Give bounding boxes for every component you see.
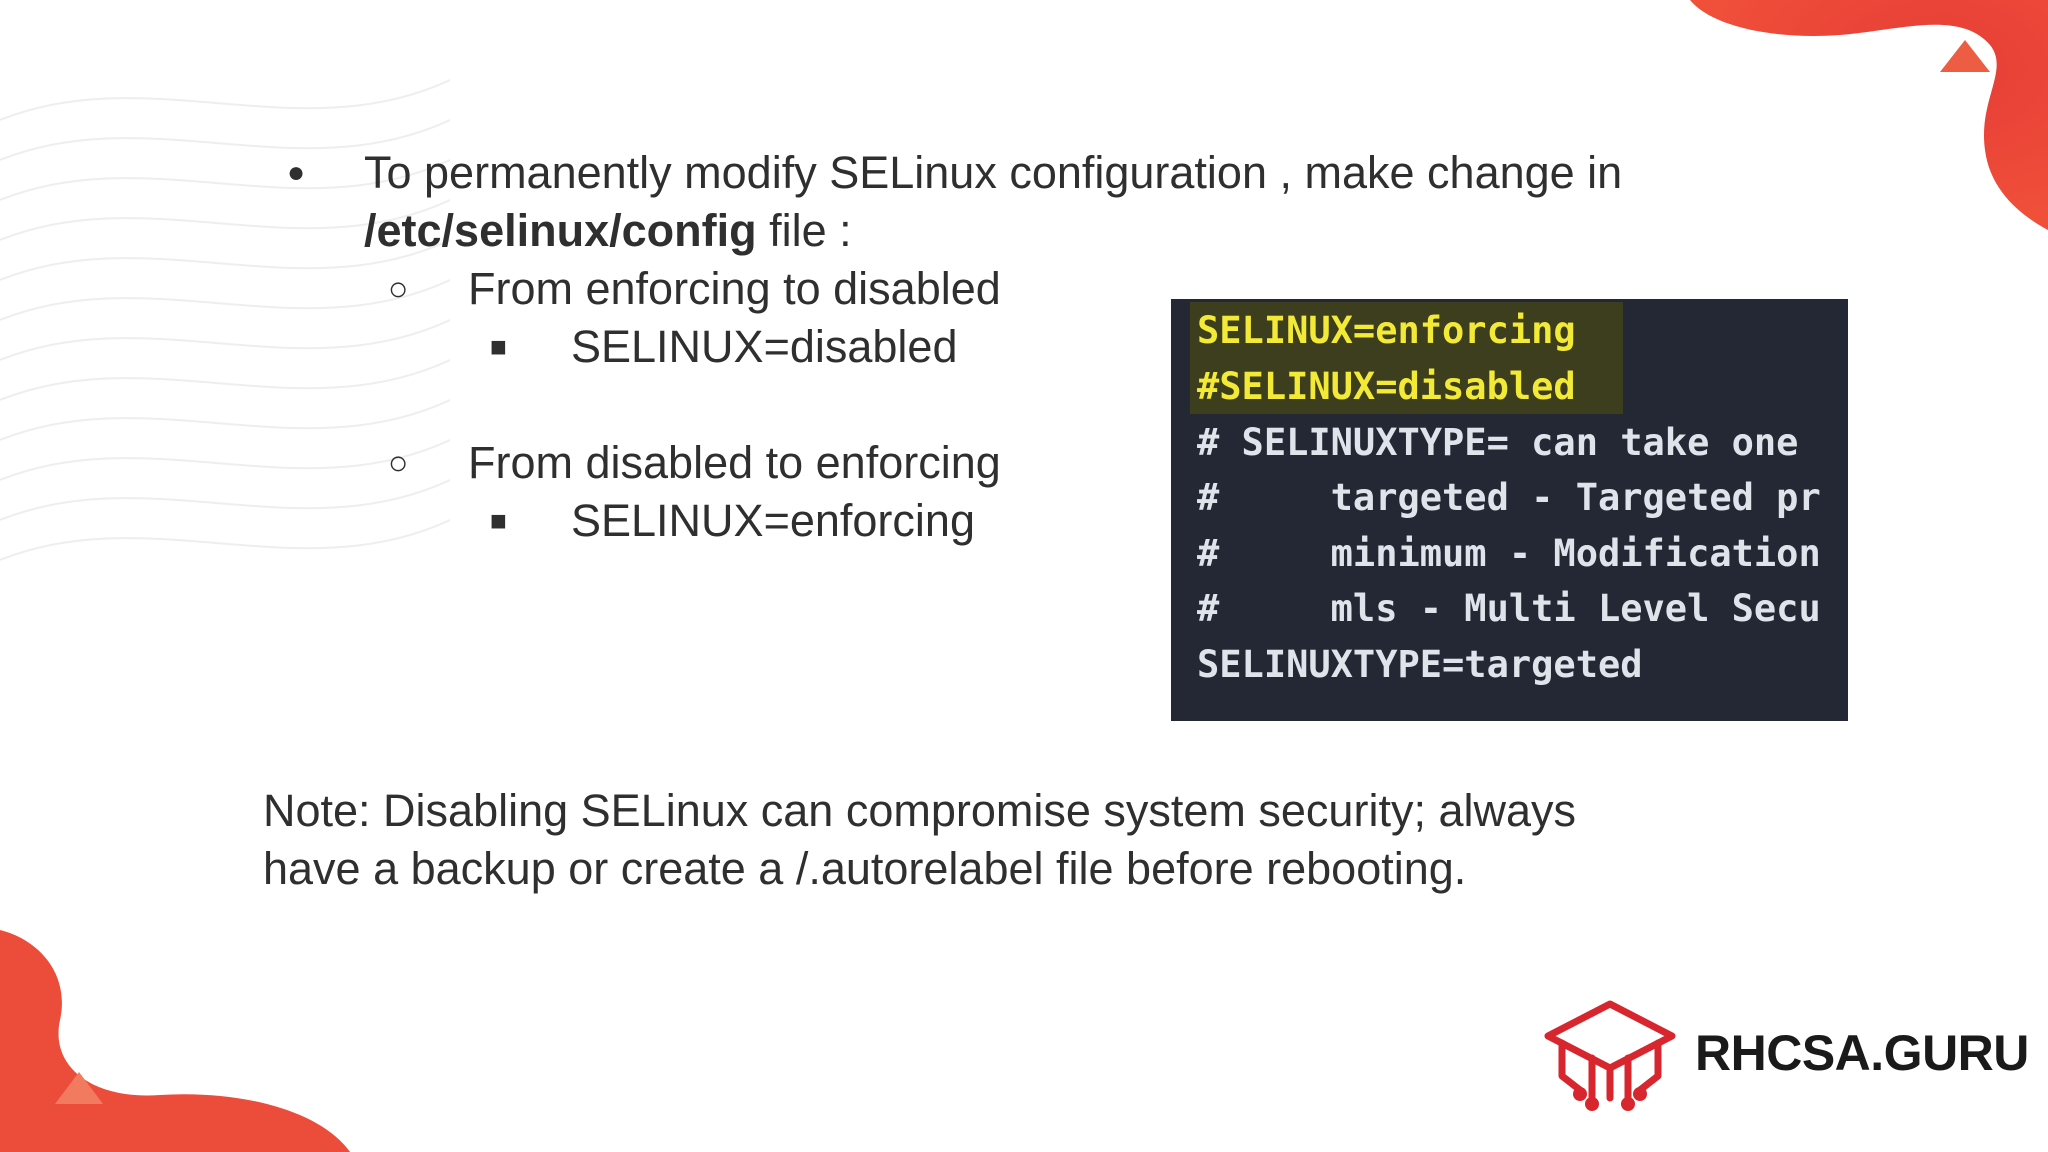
note-line-2: have a backup or create a /.autorelabel … [263,843,1467,894]
brand-name: RHCSA.GURU [1695,1025,2029,1081]
note-line-1: Note: Disabling SELinux can compromise s… [263,785,1576,836]
graduation-cap-circuit-icon [1544,1000,1676,1111]
sub-bullet-marker: ○ [388,270,409,308]
code-line: # mls - Multi Level Secu [1197,587,1821,630]
sub-item-label: From enforcing to disabled [468,263,1001,314]
code-line: SELINUXTYPE=targeted [1197,643,1643,686]
code-highlight [1190,302,1623,414]
note-text: Note: Disabling SELinux can compromise s… [263,782,1576,898]
corner-triangle-bottom-left [55,1072,103,1104]
bullet-main-line2: /etc/selinux/config file : [364,202,852,260]
sub-bullet-marker: ○ [388,444,409,482]
corner-blob-top-right [1690,0,2048,230]
code-line: #SELINUX=disabled [1197,365,1576,408]
code-line: SELINUX=enforcing [1197,309,1576,352]
bullet-main-line2-rest: file : [756,205,852,256]
config-code-screenshot: SELINUX=enforcing #SELINUX=disabled # SE… [1171,299,1848,721]
sub-item-label: From disabled to enforcing [468,437,1001,488]
sub-sub-bullet-marker: ■ [490,331,507,362]
sub-sub-bullet-marker: ■ [490,505,507,536]
code-line: # minimum - Modification [1197,532,1821,575]
wave-lines-decoration [0,79,451,561]
code-line: # SELINUXTYPE= can take one [1197,421,1799,464]
sub-sub-item-label: SELINUX=enforcing [571,495,975,546]
code-line: # targeted - Targeted pr [1197,476,1821,519]
config-path: /etc/selinux/config [364,205,757,256]
bullet-marker: ● [287,156,306,189]
corner-triangle-top-right [1940,40,1990,72]
bullet-main-line1: To permanently modify SELinux configurat… [364,147,1623,198]
sub-sub-item-label: SELINUX=disabled [571,321,958,372]
